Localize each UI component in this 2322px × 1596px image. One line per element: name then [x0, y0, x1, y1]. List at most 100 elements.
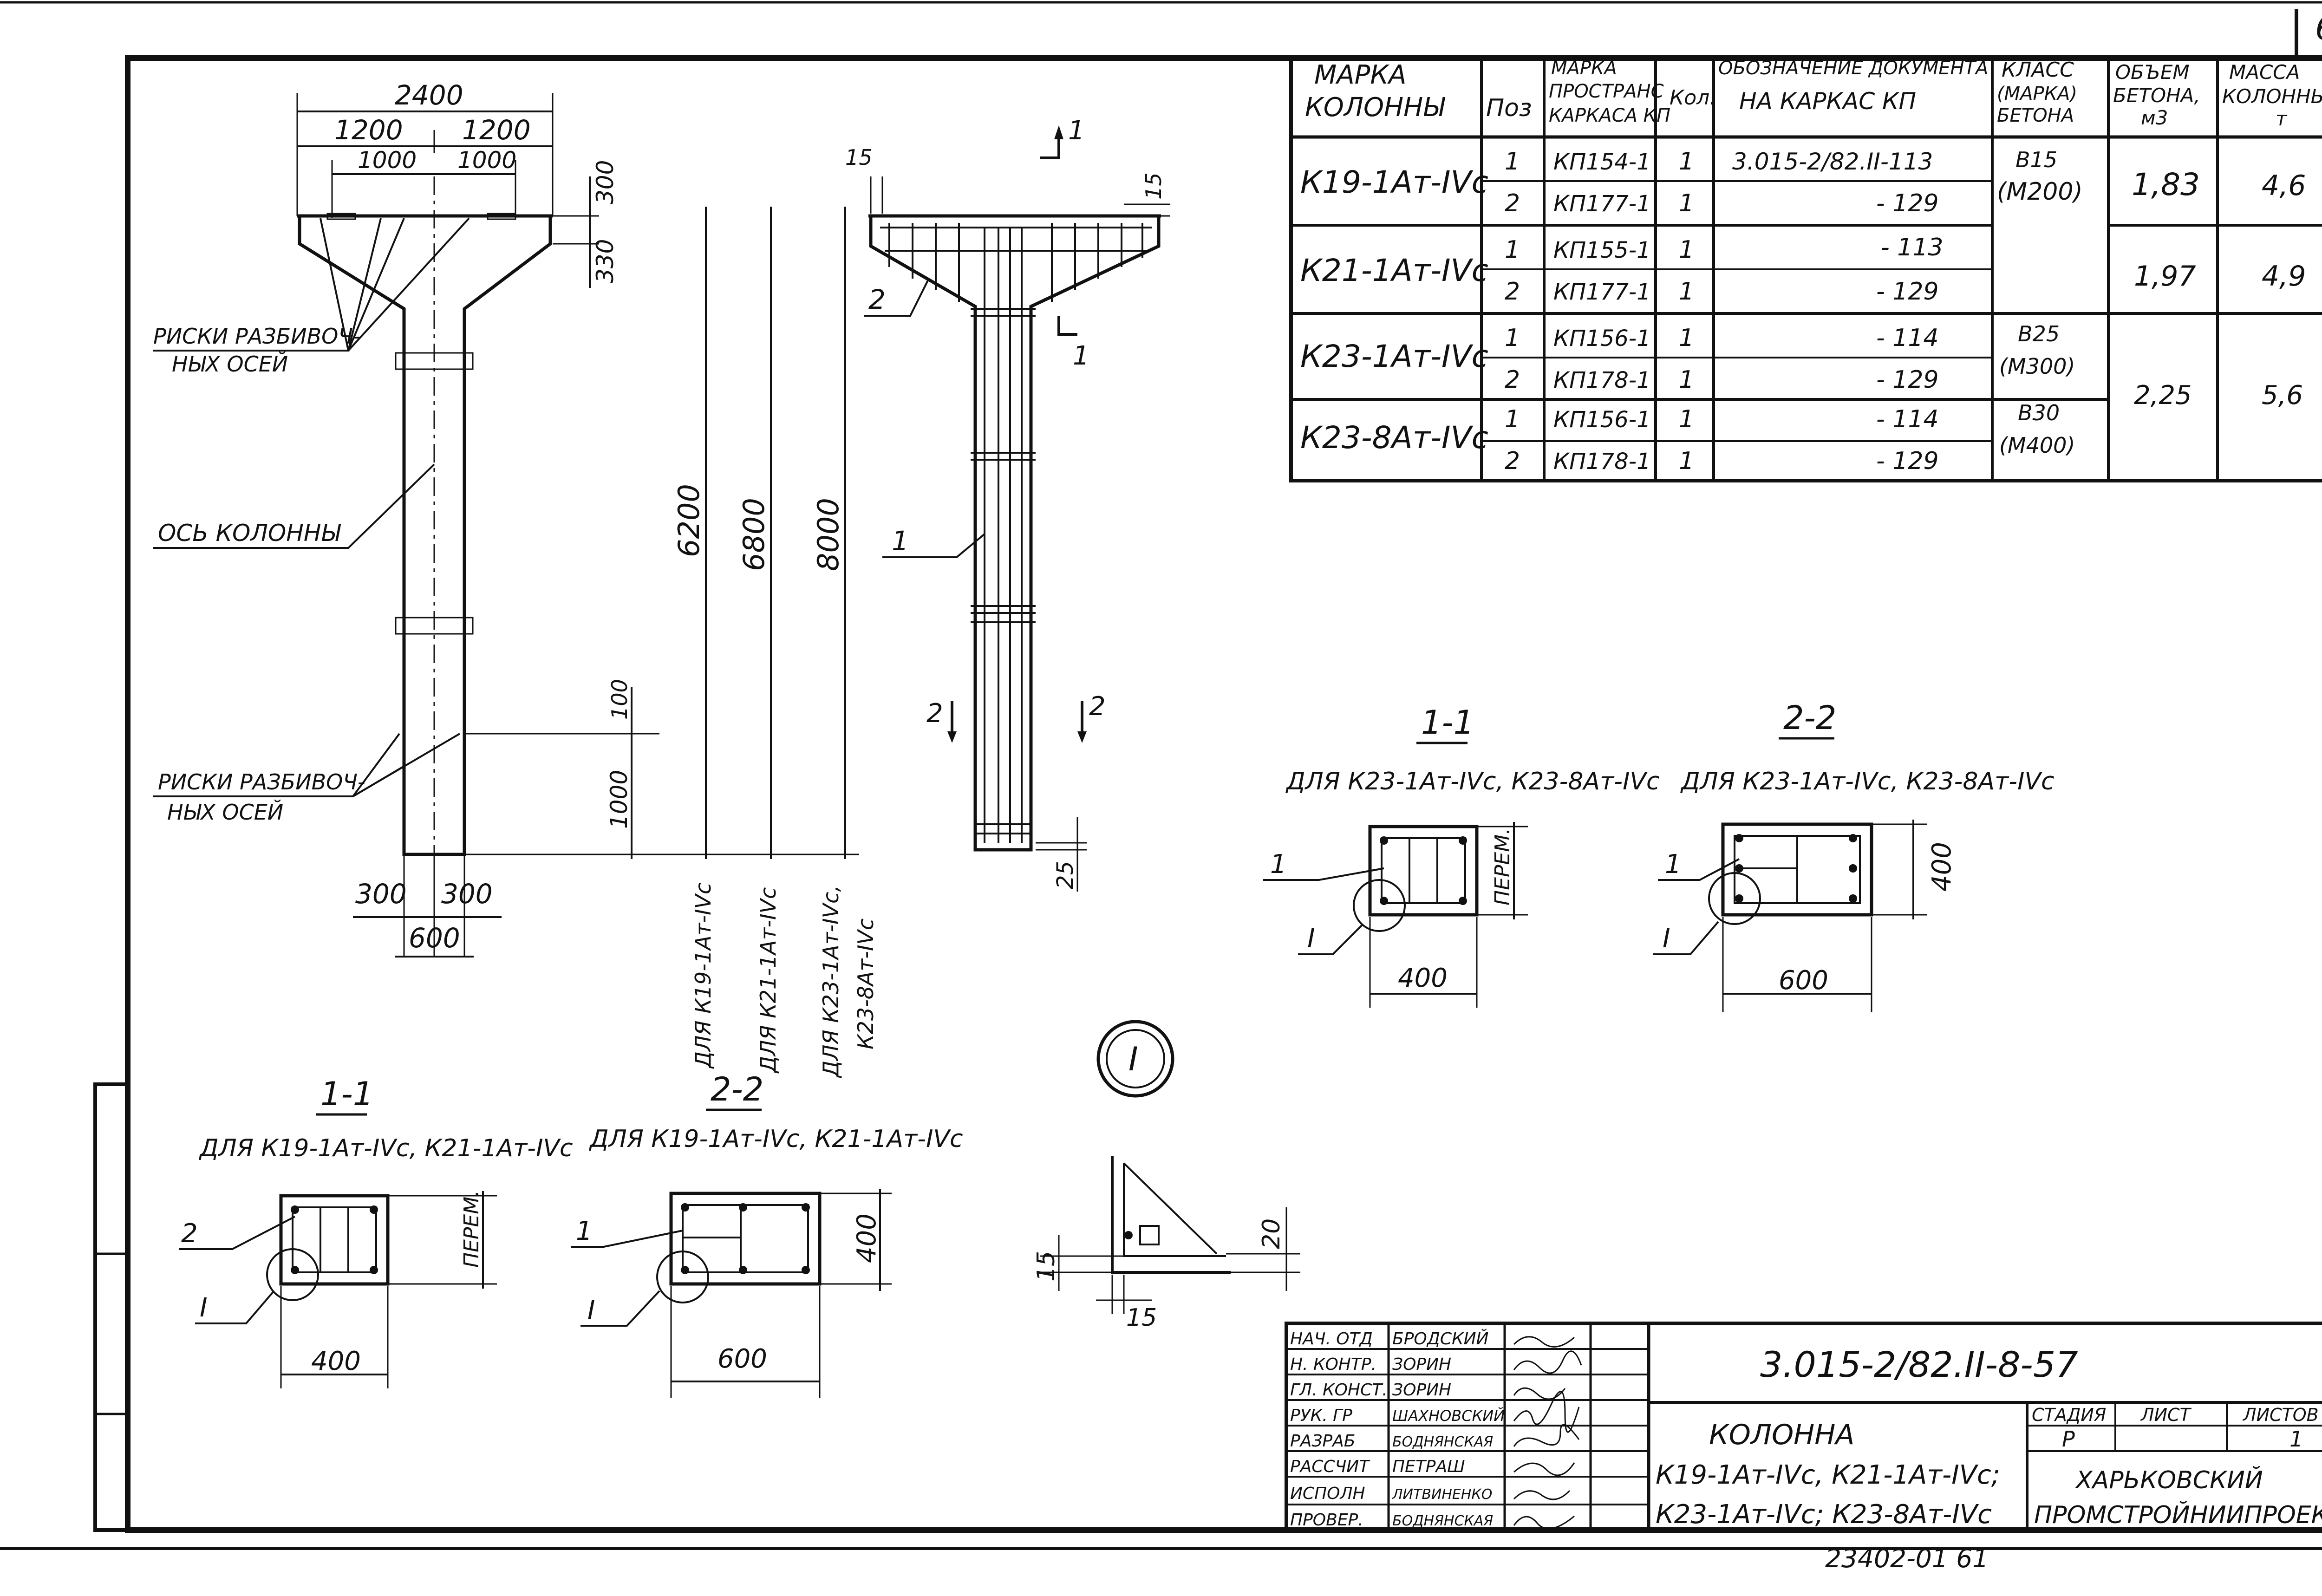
hdr-mass-3: т	[2276, 107, 2288, 130]
section-mark-2-right: 2	[1089, 691, 1106, 722]
section-title: 1-1	[320, 1075, 373, 1113]
row-frame: КП156-1	[1553, 407, 1651, 433]
title-block: НАЧ. ОТД Н. КОНТР. ГЛ. КОНСТ. РУК. ГР РА…	[1285, 1322, 2322, 1532]
title-name: К19-1Ат-IVс, К21-1Ат-IVс;	[1656, 1460, 2000, 1490]
section-mark-1-bottom: 1	[1073, 341, 1089, 371]
row-mark: К19-1Ат-IVс	[1300, 164, 1488, 200]
hdr-class-2: (МАРКА)	[1997, 83, 2077, 104]
org-name: ХАРЬКОВСКИЙ	[2074, 1466, 2263, 1494]
role: НАЧ. ОТД	[1290, 1329, 1373, 1348]
person: ШАХНОВСКИЙ	[1392, 1407, 1505, 1425]
section-side: 400	[1927, 842, 1957, 892]
row-frame: КП177-1	[1553, 191, 1651, 217]
row-mass: 4,6	[2262, 169, 2306, 202]
archive-number: 23402-01 61	[1825, 1544, 1989, 1573]
height-label: К23-8Ат-IVс	[853, 919, 878, 1049]
section-title: 2-2	[1783, 699, 1836, 737]
concrete-class: В30	[2018, 400, 2060, 425]
dim-6800: 6800	[737, 498, 771, 571]
height-label: ДЛЯ К21-1Ат-IVс	[756, 887, 781, 1074]
doc-code: 3.015-2/82.II-8-57	[1760, 1344, 2078, 1385]
row-frame: КП178-1	[1553, 367, 1651, 393]
role: ГЛ. КОНСТ.	[1290, 1381, 1388, 1400]
person: БОДНЯНСКАЯ	[1392, 1434, 1493, 1450]
label-marks-top: РИСКИ РАЗБИВОЧ-	[153, 324, 361, 349]
dim-100: 100	[607, 679, 632, 720]
section-2-2-k19: 2-2 ДЛЯ К19-1Ат-IVс, К21-1Ат-IVс 1 I 600…	[571, 1070, 963, 1398]
person: БОДНЯНСКАЯ	[1392, 1513, 1493, 1529]
hdr-mark-2: КОЛОННЫ	[1305, 92, 1445, 123]
dim-1000: 1000	[606, 770, 633, 829]
section-width: 600	[1779, 965, 1828, 996]
section-width: 600	[717, 1344, 767, 1374]
dim-15-left: 15	[845, 145, 873, 170]
hdr-volume-2: БЕТОНА,	[2113, 84, 2200, 107]
sheets-header: ЛИСТОВ	[2242, 1405, 2319, 1425]
hdr-doc-1: ОБОЗНАЧЕНИЕ ДОКУМЕНТА	[1718, 58, 1988, 79]
height-label: ДЛЯ К19-1Ат-IVс	[691, 883, 716, 1069]
dim-2400: 2400	[395, 79, 463, 111]
row-pos: 1	[1505, 324, 1520, 352]
dim-1200-left: 1200	[334, 114, 403, 146]
section-pos: 1	[1665, 849, 1682, 879]
hdr-pos: Поз	[1486, 94, 1532, 122]
sheet-number: 60	[2315, 9, 2322, 47]
shared-volume: 2,25	[2134, 380, 2192, 410]
row-frame: КП178-1	[1553, 449, 1651, 475]
row-doc: - 129	[1876, 189, 1939, 217]
person: ЗОРИН	[1392, 1355, 1451, 1374]
section-node: I	[1307, 924, 1315, 954]
role: РАССЧИТ	[1290, 1457, 1370, 1476]
hdr-mass-1: МАССА	[2229, 61, 2300, 84]
row-mass: 4,9	[2262, 260, 2306, 293]
row-pos: 1	[1505, 236, 1520, 264]
node-marker: I	[1128, 1040, 1138, 1078]
section-title: 1-1	[1421, 704, 1474, 742]
concrete-class: В15	[2015, 147, 2057, 172]
hdr-frame-2: ПРОСТРАНС	[1549, 81, 1664, 102]
role: РАЗРАБ	[1290, 1432, 1355, 1451]
hdr-qty: Кол.	[1670, 86, 1716, 110]
row-mark: К23-8Ат-IVс	[1300, 420, 1488, 456]
section-subtitle: ДЛЯ К19-1Ат-IVс, К21-1Ат-IVс	[589, 1125, 963, 1153]
height-label: ДЛЯ К23-1Ат-IVс,	[818, 885, 843, 1078]
section-node: I	[200, 1293, 208, 1323]
concrete-grade: (М200)	[1997, 178, 2083, 206]
person: ЗОРИН	[1392, 1381, 1451, 1400]
row-qty: 1	[1679, 405, 1694, 433]
section-side: 400	[852, 1213, 882, 1263]
dim-600-bottom: 600	[409, 922, 460, 954]
row-frame: КП154-1	[1553, 149, 1651, 175]
section-pos: 1	[576, 1216, 593, 1246]
section-mark-2-left: 2	[926, 698, 943, 729]
row-doc: - 129	[1876, 278, 1939, 306]
section-1-1-k19: 1-1 ДЛЯ К19-1Ат-IVс, К21-1Ат-IVс 2 I 400…	[179, 1075, 573, 1388]
title-name: КОЛОННА	[1709, 1419, 1854, 1451]
spec-table: МАРКА КОЛОННЫ Поз МАРКА ПРОСТРАНС КАРКАС…	[1289, 56, 2322, 482]
role: РУК. ГР	[1290, 1406, 1352, 1425]
sheets-value: 1	[2289, 1427, 2303, 1452]
section-subtitle: ДЛЯ К19-1Ат-IVс, К21-1Ат-IVс	[199, 1134, 573, 1162]
hdr-mass-2: КОЛОННЫ,	[2222, 85, 2322, 108]
stage-value: Р	[2062, 1427, 2075, 1452]
section-side: ПЕРЕМ.	[1491, 828, 1514, 905]
sheet-header: ЛИСТ	[2140, 1405, 2192, 1425]
section-2-2-k23: 2-2 ДЛЯ К23-1Ат-IVс, К23-8Ат-IVс 1 I 600…	[1653, 699, 2055, 1012]
row-mark: К21-1Ат-IVс	[1300, 253, 1488, 288]
stage-header: СТАДИЯ	[2032, 1405, 2106, 1425]
row-doc: - 129	[1876, 447, 1939, 475]
node-dim-15-bottom: 15	[1126, 1304, 1157, 1332]
node-dim-15-left: 15	[1032, 1251, 1060, 1282]
row-pos: 1	[1505, 148, 1520, 176]
row-qty: 1	[1679, 278, 1694, 306]
row-frame: КП177-1	[1553, 279, 1651, 305]
role: Н. КОНТР.	[1290, 1355, 1376, 1374]
hdr-mark-1: МАРКА	[1314, 60, 1406, 90]
dim-25: 25	[1052, 861, 1078, 889]
title-name: К23-1Ат-IVс; К23-8Ат-IVс	[1656, 1499, 1992, 1530]
hdr-volume-3: м3	[2141, 106, 2168, 129]
dim-1000-left: 1000	[358, 147, 417, 174]
dim-6200: 6200	[672, 484, 706, 557]
section-subtitle: ДЛЯ К23-1Ат-IVс, К23-8Ат-IVс	[1680, 768, 2055, 795]
